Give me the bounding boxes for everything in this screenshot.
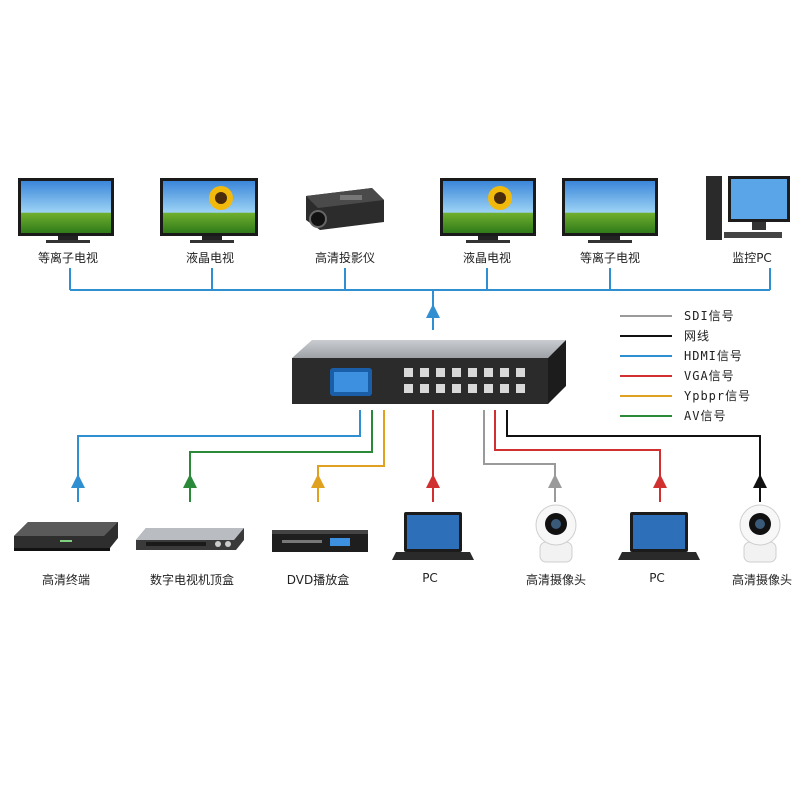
camera-icon [535, 504, 577, 563]
dvd-player-icon [272, 530, 368, 552]
input-label-1: 高清终端 [41, 573, 91, 587]
legend-swatch-ypbpr [620, 395, 672, 397]
cable-vga-2 [494, 410, 667, 502]
tv-icon [440, 178, 536, 243]
legend-swatch-hdmi [620, 355, 672, 357]
output-label-3: 高清投影仪 [314, 251, 376, 265]
input-label-6: PC [649, 571, 665, 585]
output-label-2: 液晶电视 [185, 251, 235, 265]
output-device-2 [160, 178, 258, 243]
input-label-3: DVD播放盒 [286, 573, 350, 587]
input-device-1 [14, 522, 118, 551]
legend-item-ypbpr: Ypbpr信号 [620, 387, 790, 405]
legend-item-hdmi: HDMI信号 [620, 347, 790, 365]
projector-icon [306, 188, 384, 230]
legend-label-hdmi: HDMI信号 [684, 349, 743, 363]
legend-item-av: AV信号 [620, 407, 790, 425]
input-label-4: PC [422, 571, 438, 585]
output-label-6: 监控PC [732, 251, 772, 265]
cable-hdmi [71, 410, 361, 502]
laptop-icon [392, 512, 474, 560]
arrow-up-icon [426, 304, 440, 318]
input-device-2 [136, 528, 244, 550]
legend-item-vga: VGA信号 [620, 367, 790, 385]
cable-ypbpr [311, 410, 385, 502]
legend-label-ypbpr: Ypbpr信号 [684, 389, 752, 403]
input-label-7: 高清摄像头 [731, 573, 793, 587]
input-device-6 [618, 512, 700, 560]
output-device-5 [562, 178, 658, 243]
camera-icon [739, 504, 781, 563]
input-label-2: 数字电视机顶盒 [149, 573, 235, 587]
legend-swatch-sdi [620, 315, 672, 317]
output-bus [69, 268, 771, 330]
output-label-1: 等离子电视 [37, 251, 99, 265]
legend-label-sdi: SDI信号 [684, 309, 735, 323]
legend-swatch-av [620, 415, 672, 417]
input-device-7 [739, 504, 781, 563]
legend-item-network: 网线 [620, 327, 790, 345]
set-top-box-icon [136, 528, 244, 550]
laptop-icon [618, 512, 700, 560]
legend-item-sdi: SDI信号 [620, 307, 790, 325]
output-device-6 [706, 176, 790, 240]
tv-icon [562, 178, 658, 243]
output-label-4: 液晶电视 [462, 251, 512, 265]
input-label-5: 高清摄像头 [525, 573, 587, 587]
tv-icon [160, 178, 258, 243]
legend-label-network: 网线 [684, 329, 711, 343]
input-device-5 [535, 504, 577, 563]
legend-swatch-vga [620, 375, 672, 377]
cable-sdi [483, 410, 562, 502]
tv-icon [18, 178, 114, 243]
output-device-3 [306, 188, 384, 230]
hd-terminal-icon [14, 522, 118, 551]
cable-vga-1 [426, 410, 440, 502]
legend-swatch-network [620, 335, 672, 337]
output-label-5: 等离子电视 [579, 251, 641, 265]
cable-av [183, 410, 373, 502]
input-device-3 [272, 530, 368, 552]
matrix-switcher [292, 340, 566, 404]
desktop-pc-icon [706, 176, 790, 240]
output-device-4 [440, 178, 536, 243]
output-device-1 [18, 178, 114, 243]
legend-label-vga: VGA信号 [684, 369, 735, 383]
cable-network [506, 410, 767, 502]
input-device-4 [392, 512, 474, 560]
legend-label-av: AV信号 [684, 409, 727, 423]
